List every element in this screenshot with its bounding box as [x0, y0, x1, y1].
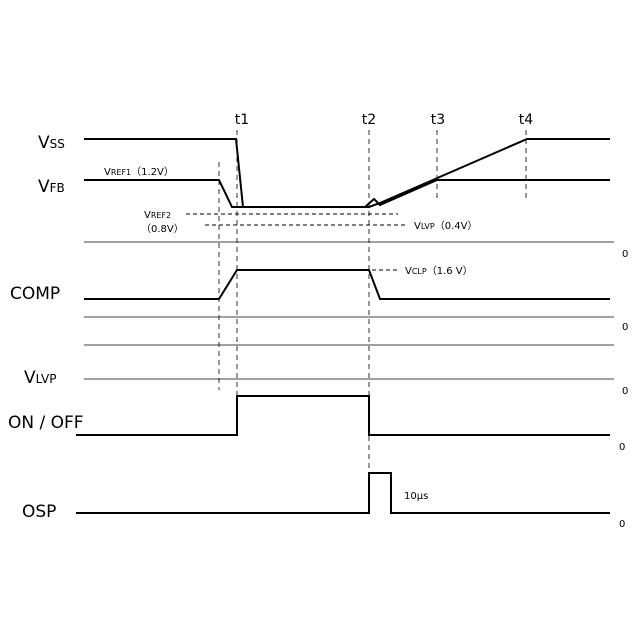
vlvp-level-value: （0.4V）: [435, 220, 478, 232]
zero-label-1: 0: [622, 249, 628, 260]
vss-label-sub: SS: [50, 137, 65, 151]
vref2-sub: REF2: [151, 211, 171, 220]
zero-label-5: 0: [619, 519, 625, 530]
vss-label-main: V: [38, 133, 50, 153]
vlvp-level-sub: LVP: [421, 222, 435, 231]
onoff-waveform: [76, 396, 610, 435]
time-marker-t2: t2: [362, 112, 376, 128]
vclp-annotation: VCLP（1.6 V）: [405, 265, 473, 277]
signal-label-vss: VSS: [38, 133, 65, 153]
time-marker-t4: t4: [519, 112, 533, 128]
signal-label-comp: COMP: [10, 284, 60, 304]
vfb-label-sub: FB: [50, 181, 65, 195]
vfb-waveform: [84, 180, 610, 207]
pulse-width-label: 10μs: [404, 491, 428, 502]
vlvp-level-annotation: VLVP（0.4V）: [414, 220, 477, 232]
time-marker-t1: t1: [235, 112, 249, 128]
osp-waveform: [76, 473, 610, 513]
signal-label-vfb: VFB: [38, 177, 65, 197]
time-marker-t3: t3: [431, 112, 445, 128]
zero-label-4: 0: [619, 442, 625, 453]
vlvp-label-sub: LVP: [36, 372, 57, 386]
vref1-sub: REF1: [111, 168, 131, 177]
time-guide-lines: [219, 130, 526, 480]
zero-label-3: 0: [622, 386, 628, 397]
vref1-annotation: VREF1（1.2V）: [104, 166, 174, 178]
signal-label-osp: OSP: [22, 502, 56, 522]
vref2-annotation: VREF2: [144, 210, 171, 221]
signal-label-vlvp: VLVP: [24, 368, 56, 388]
comp-waveform: [84, 270, 610, 299]
vclp-sub: CLP: [412, 267, 427, 276]
signal-label-onoff: ON / OFF: [8, 413, 84, 433]
vclp-value: （1.6 V）: [427, 265, 473, 277]
zero-label-2: 0: [622, 322, 628, 333]
vref1-value: （1.2V）: [131, 166, 174, 178]
vfb-label-main: V: [38, 177, 50, 197]
vlvp-label-main: V: [24, 368, 36, 388]
vref2-value: （0.8V）: [141, 223, 184, 235]
